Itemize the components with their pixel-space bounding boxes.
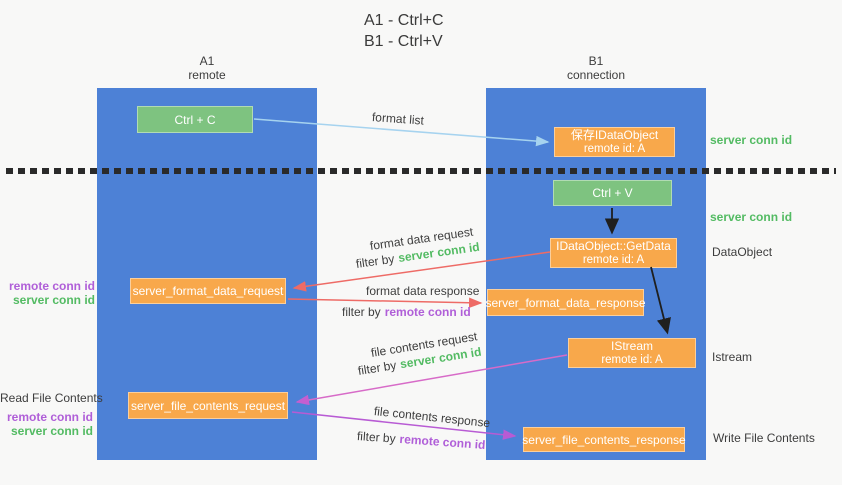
save-idataobject-title: 保存IDataObject: [570, 128, 659, 142]
server-format-data-request-label: server_format_data_request: [132, 284, 284, 298]
save-idataobject-remote-id: remote id: A: [583, 143, 646, 155]
lifeline-b1-id: B1: [588, 54, 604, 68]
remote-conn-id-token-1: remote conn id: [384, 305, 471, 319]
server-file-contents-request-node: server_file_contents_request: [128, 392, 288, 419]
filter-by-text-1: filter by: [355, 251, 396, 271]
lifeline-header-b1: B1 connection: [486, 54, 706, 82]
ctrl-c-label: Ctrl + C: [174, 112, 216, 127]
server-file-contents-response-node: server_file_contents_response: [522, 427, 686, 452]
server-conn-id-right-label-2: server conn id: [710, 210, 793, 224]
getdata-title: IDataObject::GetData: [556, 239, 671, 253]
ctrl-v-node: Ctrl + V: [553, 180, 672, 206]
file-contents-response-label: file contents response: [373, 404, 491, 431]
remote-conn-id-left-label-1: remote conn id: [8, 279, 95, 293]
server-format-data-request-node: server_format_data_request: [130, 278, 286, 304]
title-line-2: B1 - Ctrl+V: [364, 33, 443, 50]
format-data-response-label: format data response: [366, 284, 480, 298]
istream-node: IStream remote id: A: [568, 338, 696, 368]
format-list-label: format list: [371, 110, 425, 128]
server-file-contents-request-label: server_file_contents_request: [130, 398, 286, 413]
server-file-contents-response-label: server_file_contents_response: [522, 432, 686, 447]
filter-by-text-4: filter by: [356, 429, 397, 446]
server-conn-id-left-label-2: server conn id: [10, 424, 93, 438]
istream-remote-id: remote id: A: [601, 354, 663, 366]
server-format-data-response-label: server_format_data_response: [485, 295, 646, 310]
remote-conn-id-left-label-2: remote conn id: [6, 410, 93, 424]
istream-title: IStream: [610, 339, 653, 353]
write-file-contents-label: Write File Contents: [713, 431, 815, 445]
save-idataobject-node: 保存IDataObject remote id: A: [554, 127, 675, 157]
lifeline-a1-role: remote: [188, 68, 226, 82]
ctrl-v-label: Ctrl + V: [592, 186, 633, 200]
filter-by-text-2: filter by: [342, 305, 381, 319]
lifeline-b1-role: connection: [566, 68, 626, 82]
getdata-remote-id: remote id: A: [582, 254, 645, 266]
session-divider-line: [6, 168, 836, 174]
idataobject-getdata-node: IDataObject::GetData remote id: A: [550, 238, 677, 268]
server-conn-id-left-label-1: server conn id: [12, 293, 95, 307]
read-file-contents-label: Read File Contents: [0, 391, 103, 405]
dataobject-label: DataObject: [712, 245, 773, 259]
diagram-title: A1 - Ctrl+C B1 - Ctrl+V: [364, 10, 444, 52]
lifeline-a1-id: A1: [199, 54, 215, 68]
title-line-1: A1 - Ctrl+C: [364, 12, 444, 29]
filter-by-text-3: filter by: [356, 358, 398, 378]
ctrl-c-node: Ctrl + C: [137, 106, 253, 133]
remote-conn-id-token-2: remote conn id: [399, 431, 486, 452]
istream-side-label: Istream: [712, 350, 753, 364]
server-conn-id-right-label-1: server conn id: [710, 133, 793, 147]
server-format-data-response-node: server_format_data_response: [485, 289, 646, 316]
lifeline-header-a1: A1 remote: [97, 54, 317, 82]
